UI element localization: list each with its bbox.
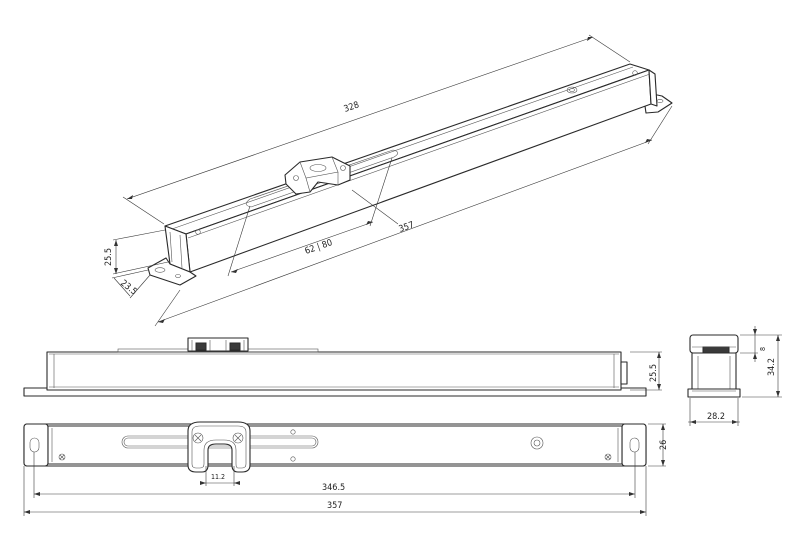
iso-dim-width: 23.5: [111, 269, 151, 299]
iso-slider-block: [284, 156, 351, 195]
iso-front-face: [185, 69, 652, 273]
iso-dim-328-label: 328: [343, 100, 361, 114]
top-dim-width-label: 26: [659, 440, 669, 450]
side-dim-width-label: 28.2: [707, 412, 725, 422]
top-body: [47, 425, 623, 465]
top-screw-left: [58, 453, 66, 461]
top-dim-gap-label: 11.2: [211, 473, 225, 481]
side-dim-top-label: 8: [759, 347, 767, 351]
iso-dim-357: 357: [154, 105, 673, 327]
front-dim-height: 25.5: [630, 351, 662, 391]
top-slider: [187, 421, 251, 473]
top-dim-hole-span: 346.5: [33, 452, 636, 498]
iso-dim-height-label: 25.5: [104, 248, 114, 266]
top-dim-gap: 11.2: [200, 466, 240, 486]
top-dim-width: 26: [648, 423, 669, 467]
iso-dim-357-label: 357: [398, 220, 416, 234]
iso-top-face: [164, 63, 650, 235]
side-dim-top: 8: [740, 326, 767, 362]
iso-dim-width-label: 23.5: [118, 278, 138, 297]
top-screw-right: [604, 453, 612, 461]
front-view: 25.5: [23, 337, 662, 397]
iso-right-end: [648, 69, 658, 107]
iso-screw-left: [195, 229, 201, 235]
top-dim-hole-span-label: 346.5: [322, 483, 345, 493]
iso-dim-328: 328: [122, 34, 631, 225]
isometric-view: 328 357 62 | 80 25.5: [104, 34, 673, 327]
side-view: 8 34.2 28.2: [687, 326, 782, 426]
top-hole: [530, 436, 544, 450]
top-dim-length-label: 357: [327, 501, 342, 511]
top-dim-length: 357: [23, 466, 647, 516]
front-body: [46, 351, 622, 391]
side-dim-height: 34.2: [742, 334, 782, 398]
side-body: [691, 352, 737, 390]
side-dim-height-label: 34.2: [767, 358, 777, 376]
iso-slot: [245, 149, 399, 208]
iso-dim-height: 25.5: [104, 229, 169, 275]
iso-hole: [566, 86, 578, 94]
iso-left-end: [147, 225, 197, 286]
top-view: 26 11.2 346.5 357: [23, 421, 669, 516]
iso-screw-right: [632, 70, 638, 76]
front-slider: [187, 337, 249, 352]
side-dim-width: 28.2: [688, 398, 740, 426]
front-dim-height-label: 25.5: [649, 364, 659, 382]
